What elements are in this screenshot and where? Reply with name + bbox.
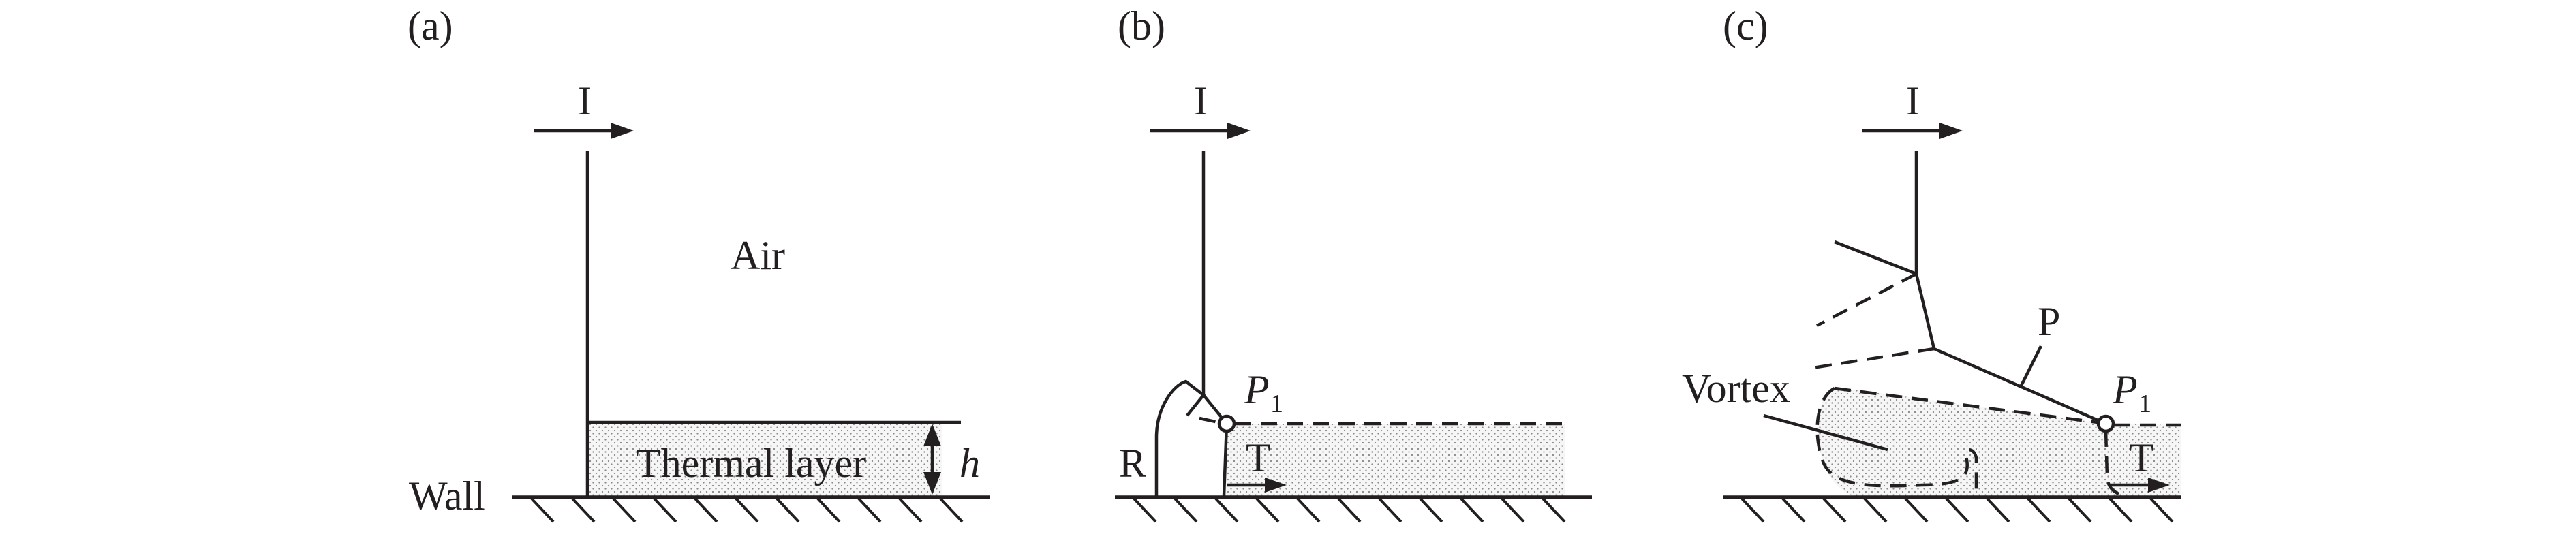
triple-point-label: P xyxy=(1244,367,1270,412)
thermal-layer-region xyxy=(587,422,942,496)
precursor-shock-label: P xyxy=(2038,299,2060,344)
incident-shock-label: I xyxy=(578,78,592,123)
vortex-interface-dashed-line xyxy=(1834,386,2098,424)
panel-b: (b) I P 1 T R xyxy=(1115,3,1592,523)
panel-c-tag: (c) xyxy=(1723,3,1768,48)
reflected-wave-label: R xyxy=(1119,441,1146,486)
vortex-label: Vortex xyxy=(1682,366,1790,411)
wall-hatching xyxy=(530,497,964,523)
panel-c: (c) I P Vortex P 1 T xyxy=(1682,3,2181,523)
vortex-label-leader xyxy=(1763,413,1888,452)
triple-point-marker xyxy=(2096,414,2115,433)
transmitted-wave-label: T xyxy=(1246,435,1271,480)
precursor-shock-line xyxy=(1933,347,2106,426)
height-label: h xyxy=(960,441,980,486)
transmitted-dashed-curve xyxy=(2104,430,2126,498)
panel-a-tag: (a) xyxy=(408,3,453,48)
wall-label: Wall xyxy=(409,473,485,518)
incident-arrowhead xyxy=(611,123,634,139)
incident-arrowhead xyxy=(1227,123,1251,139)
precursor-shock-line xyxy=(1202,394,1229,497)
transmitted-wave-label: T xyxy=(2129,435,2154,480)
triple-point-subscript: 1 xyxy=(1270,390,1283,418)
transmitted-arrowhead xyxy=(1265,478,1287,493)
upper-reflected-shock-line xyxy=(1834,240,1917,276)
triple-point-subscript: 1 xyxy=(2138,390,2151,418)
lower-reflected-dashed-line xyxy=(1812,347,1935,370)
triple-point-marker xyxy=(1217,414,1236,433)
upper-reflected-dashed-line xyxy=(1815,272,1918,327)
wall-hatching xyxy=(1133,497,1566,523)
thermal-layer-region xyxy=(1818,387,2181,496)
vortex-dashed-curve xyxy=(1815,387,1978,497)
interface-dashed-line xyxy=(1199,416,1219,424)
triple-point-label: P xyxy=(2112,367,2138,412)
air-label: Air xyxy=(731,233,785,278)
incident-shock-label: I xyxy=(1906,78,1920,123)
incident-arrowhead xyxy=(1939,123,1963,139)
height-arrow-down xyxy=(923,472,941,495)
precursor-label-leader xyxy=(2019,345,2043,387)
panel-a: (a) I Air Thermal layer h Wall xyxy=(408,3,990,523)
wall-hatching xyxy=(1741,497,2174,523)
height-arrow-up xyxy=(923,424,941,446)
transmitted-arrowhead xyxy=(2148,478,2170,493)
thermal-layer-label: Thermal layer xyxy=(636,441,866,486)
mach-stem-line xyxy=(1914,273,1936,349)
reflected-wave-curve xyxy=(1154,379,1206,496)
incident-shock-label: I xyxy=(1194,78,1208,123)
panel-b-tag: (b) xyxy=(1118,3,1165,48)
